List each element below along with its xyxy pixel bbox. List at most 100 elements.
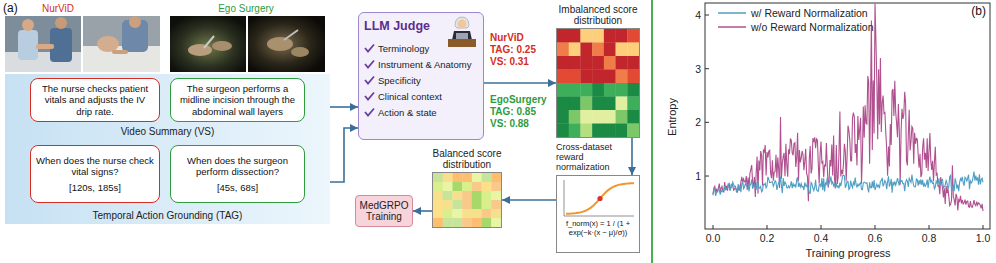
robe bbox=[452, 31, 472, 40]
tick-mark bbox=[929, 225, 930, 229]
heatmap-cell bbox=[604, 29, 616, 43]
heatmap-cell bbox=[557, 124, 569, 138]
criterion-text: Terminology bbox=[378, 43, 429, 54]
score-label: VS: 0.31 bbox=[490, 56, 529, 68]
tick-mark bbox=[983, 225, 984, 229]
heatmap-cell bbox=[452, 182, 462, 191]
heatmap-cell bbox=[592, 83, 604, 97]
frame-bg bbox=[248, 16, 325, 72]
flow-arrow bbox=[631, 138, 633, 175]
blanket bbox=[83, 46, 160, 72]
frame-bg bbox=[5, 16, 81, 72]
heatmap-cell bbox=[443, 191, 453, 200]
flow-arrow bbox=[502, 199, 556, 201]
heatmap-cell bbox=[452, 218, 462, 227]
tick-mark bbox=[705, 15, 709, 16]
time-span: [45s, 68s] bbox=[176, 182, 299, 193]
legend-text: w/ Reward Normalization bbox=[751, 7, 868, 19]
entropy-line bbox=[713, 3, 983, 211]
heatmap-cell bbox=[443, 173, 453, 182]
heatmap-cell bbox=[580, 70, 592, 84]
axis-tick: 0.0 bbox=[706, 232, 721, 244]
heatmap-cell bbox=[557, 43, 569, 57]
heatmap-cell bbox=[472, 200, 482, 209]
heatmap-cell bbox=[569, 70, 581, 84]
glove bbox=[188, 44, 212, 56]
heatmap-cell bbox=[580, 43, 592, 57]
heatmap-cell bbox=[443, 200, 453, 209]
heatmap-cell bbox=[443, 182, 453, 191]
heatmap: Balanced score distribution bbox=[432, 172, 502, 228]
heatmap-cell bbox=[569, 29, 581, 43]
legend-sample bbox=[718, 26, 746, 28]
band-title: Video Summary (VS) bbox=[5, 126, 330, 138]
axis-tick: 1 bbox=[695, 170, 701, 182]
heatmap-cells bbox=[557, 29, 639, 137]
dataset-label: NurViD bbox=[42, 3, 74, 15]
check-stroke bbox=[365, 61, 374, 68]
heatmap-cell bbox=[491, 182, 501, 191]
heatmap-cell bbox=[627, 70, 639, 84]
heatmap-cell bbox=[462, 218, 472, 227]
heatmap-cell bbox=[557, 70, 569, 84]
panel-separator bbox=[651, 0, 653, 263]
heatmap-title: Imbalanced score distribution bbox=[552, 4, 644, 26]
sigmoid-plot bbox=[560, 178, 636, 220]
nurse-head bbox=[22, 19, 34, 31]
heatmap-cell bbox=[433, 209, 443, 218]
hands bbox=[36, 44, 54, 49]
legend-sample bbox=[718, 12, 746, 14]
heatmap-cell bbox=[557, 83, 569, 97]
heatmap-cell bbox=[604, 43, 616, 57]
heatmap-cell bbox=[580, 29, 592, 43]
judge-box: LLM JudgeTerminologyInstrument & Anatomy… bbox=[358, 12, 484, 140]
wig bbox=[455, 17, 469, 28]
summary-box: The surgeon performs a midline incision … bbox=[170, 78, 305, 122]
heatmap-cell bbox=[616, 70, 628, 84]
heatmap-cell bbox=[491, 209, 501, 218]
task-band: Temporal Action Grounding (TAG)When does… bbox=[5, 140, 330, 224]
nurse-body bbox=[18, 30, 38, 60]
criterion-row: Specificity bbox=[364, 72, 478, 88]
heatmap-cell bbox=[616, 124, 628, 138]
heatmap-cell bbox=[569, 83, 581, 97]
score-label: VS: 0.88 bbox=[490, 118, 529, 130]
entropy-line bbox=[713, 172, 983, 197]
heatmap-cell bbox=[627, 110, 639, 124]
heatmap-cell bbox=[580, 83, 592, 97]
patient-head bbox=[97, 36, 119, 52]
heatmap-cell bbox=[452, 200, 462, 209]
heatmap-cell bbox=[592, 29, 604, 43]
criterion-row: Clinical context bbox=[364, 88, 478, 104]
flow-arrow bbox=[330, 128, 358, 182]
heatmap-cell bbox=[569, 43, 581, 57]
heatmap-cell bbox=[627, 124, 639, 138]
axis-title: Training progress bbox=[805, 247, 890, 260]
heatmap-cell bbox=[482, 182, 492, 191]
heatmap-cell bbox=[452, 191, 462, 200]
heatmap-cell bbox=[627, 97, 639, 111]
criterion-row: Instrument & Anatomy bbox=[364, 56, 478, 72]
criterion-row: Action & state bbox=[364, 104, 478, 120]
axis bbox=[564, 180, 565, 216]
tick-mark bbox=[705, 122, 709, 123]
tick-mark bbox=[767, 225, 768, 229]
heatmap-cell bbox=[462, 182, 472, 191]
dataset-label: Ego Surgery bbox=[218, 3, 274, 15]
heatmap-cell bbox=[452, 173, 462, 182]
flow-arrow bbox=[330, 106, 358, 108]
heatmap-cell bbox=[472, 191, 482, 200]
normalization-box: Cross-dataset reward normalizationf_norm… bbox=[556, 175, 640, 253]
grounding-box: When does the surgeon perform dissection… bbox=[170, 145, 305, 203]
judge-icon bbox=[447, 16, 477, 48]
heatmap-cell bbox=[569, 97, 581, 111]
score-label: TAG: 0.25 bbox=[490, 44, 536, 56]
plot-area bbox=[705, 3, 983, 229]
criterion-text: Specificity bbox=[378, 75, 421, 86]
heatmap-cell bbox=[569, 56, 581, 70]
check-mark bbox=[364, 91, 375, 101]
axis-tick: 0.8 bbox=[922, 232, 937, 244]
heatmap-cell bbox=[604, 70, 616, 84]
panel-label: (b) bbox=[971, 5, 986, 19]
axis bbox=[564, 216, 634, 217]
